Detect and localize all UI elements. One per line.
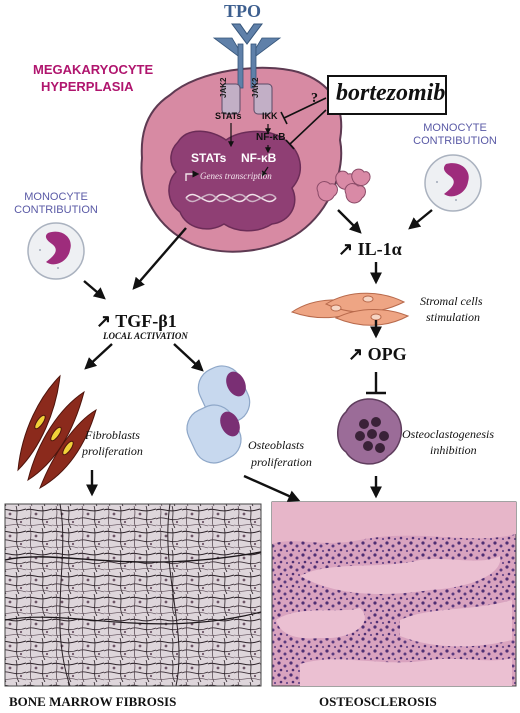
up-arrow-icon: ↗ bbox=[338, 239, 358, 259]
osteoblasts-icon bbox=[186, 365, 251, 464]
mk-title-line1: MEGAKARYOCYTE bbox=[33, 62, 154, 77]
tgf-label: ↗ TGF-β1 bbox=[96, 311, 177, 331]
fibroblasts-icon bbox=[17, 374, 97, 490]
osteoclast-icon bbox=[337, 398, 402, 465]
nfkb-nucleus-label: NF-κB bbox=[241, 151, 277, 165]
monocyte-left-icon bbox=[27, 222, 85, 280]
stromal-line1: Stromal cells bbox=[420, 294, 483, 308]
monocyte-right-icon bbox=[424, 154, 482, 212]
up-arrow-icon: ↗ bbox=[96, 311, 116, 331]
fibro-line1: Fibroblasts bbox=[85, 428, 140, 442]
tpo-label: TPO bbox=[224, 1, 262, 21]
il1a-label: ↗ IL-1α bbox=[338, 239, 402, 259]
flow-arrows bbox=[83, 209, 433, 502]
stats-upper-label: STATs bbox=[215, 111, 242, 121]
osteoclast-line1: Osteoclastogenesis bbox=[402, 427, 494, 441]
dna-helix-icon bbox=[185, 170, 277, 203]
nucleus-shape bbox=[168, 130, 301, 232]
opg-label: ↗ OPG bbox=[348, 344, 407, 364]
up-arrow-icon: ↗ bbox=[348, 344, 368, 364]
bortezomib-inhibition bbox=[280, 97, 327, 150]
fibro-line2: proliferation bbox=[82, 444, 143, 458]
outcome-fibrosis-label: BONE MARROW FIBROSIS bbox=[9, 694, 177, 709]
bortezomib-box bbox=[327, 75, 447, 115]
tgf-sub-label: LOCAL ACTIVATION bbox=[103, 331, 188, 341]
genes-transcription-label: Genes transcription bbox=[200, 171, 272, 181]
osteo-line1: Osteoblasts bbox=[248, 438, 305, 452]
stromal-line2: stimulation bbox=[426, 310, 481, 324]
osteoclast-line2: inhibition bbox=[430, 443, 477, 457]
il1a-vesicles bbox=[316, 168, 371, 204]
ikk-label: IKK bbox=[262, 111, 278, 121]
opg-inhibition-bar bbox=[366, 372, 386, 395]
osteo-line2: proliferation bbox=[251, 455, 312, 469]
bortezomib-label: bortezomib bbox=[336, 80, 446, 106]
outcome-osteosclerosis-label: OSTEOSCLEROSIS bbox=[319, 694, 437, 709]
question-mark: ? bbox=[311, 91, 318, 106]
nfkb-upper-label: NF-κB bbox=[256, 132, 286, 143]
tpo-receptor bbox=[212, 23, 282, 115]
histology-osteosclerosis-image bbox=[271, 501, 517, 687]
mk-title-line2: HYPERPLASIA bbox=[41, 79, 134, 94]
jak2-left-label: JAK2 bbox=[219, 77, 228, 98]
internal-arrows bbox=[228, 123, 271, 177]
jak2-right-label: JAK2 bbox=[251, 77, 260, 98]
histology-fibrosis-image bbox=[4, 503, 262, 687]
stromal-cells-icon bbox=[290, 292, 410, 326]
stats-nucleus-label: STATs bbox=[191, 151, 227, 165]
